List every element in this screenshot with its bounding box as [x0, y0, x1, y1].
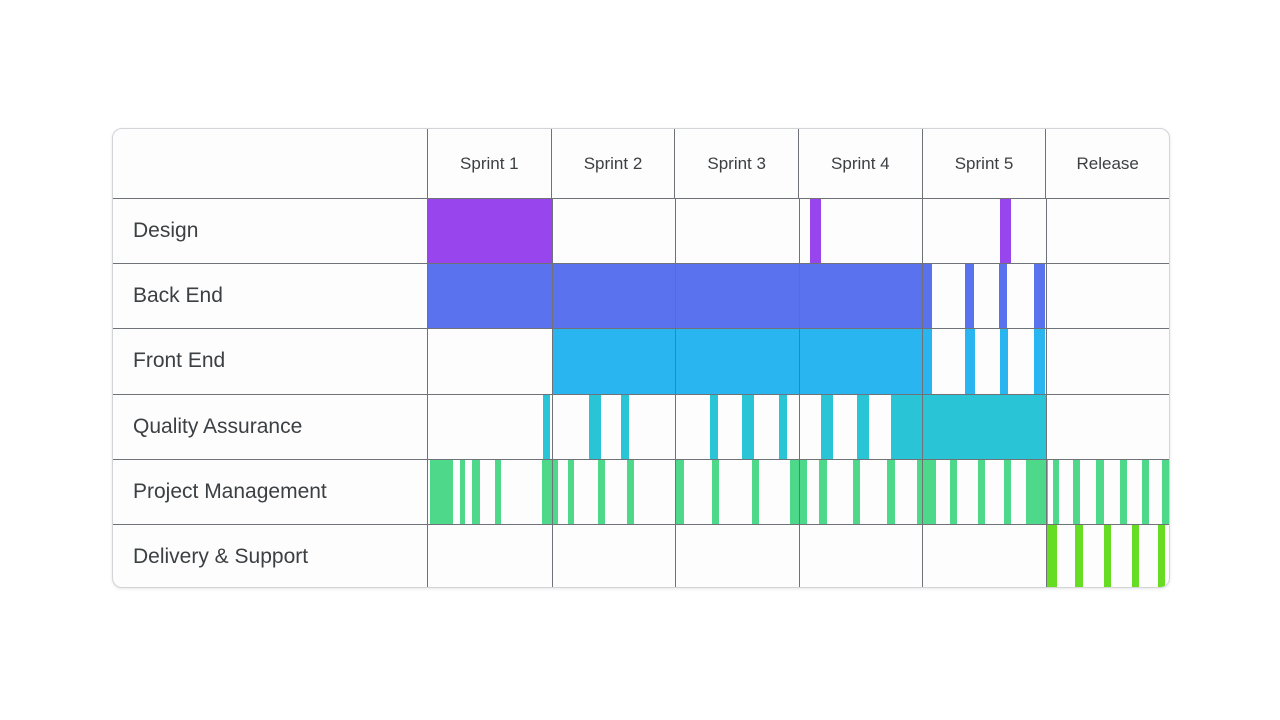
- gridline-col-1: [551, 394, 553, 459]
- gantt-bar-project-management-23[interactable]: [1119, 459, 1127, 524]
- gantt-bar-design-0[interactable]: [428, 199, 552, 264]
- gantt-bar-quality-assurance-6[interactable]: [820, 394, 834, 459]
- gantt-bar-delivery-support-1[interactable]: [1075, 524, 1083, 587]
- gridline-col-1: [551, 199, 553, 264]
- gantt-bar-project-management-20[interactable]: [1052, 459, 1060, 524]
- gridline-col-3: [798, 394, 800, 459]
- column-header-sprint-3[interactable]: Sprint 3: [675, 129, 800, 198]
- gantt-bar-project-management-6[interactable]: [598, 459, 605, 524]
- gantt-bar-project-management-8[interactable]: [676, 459, 684, 524]
- gantt-bar-project-management-7[interactable]: [626, 459, 635, 524]
- gridline-col-5: [1045, 264, 1047, 329]
- gantt-bar-quality-assurance-4[interactable]: [741, 394, 755, 459]
- gantt-bar-project-management-11[interactable]: [789, 459, 808, 524]
- gantt-bar-quality-assurance-1[interactable]: [588, 394, 601, 459]
- gantt-bar-project-management-3[interactable]: [494, 459, 501, 524]
- gridline-col-5: [1045, 329, 1047, 394]
- gantt-bar-project-management-5[interactable]: [567, 459, 574, 524]
- gantt-row-front-end: Front End: [113, 328, 1169, 394]
- gantt-bar-quality-assurance-0[interactable]: [542, 394, 551, 459]
- gridline-col-5: [1045, 394, 1047, 459]
- gantt-bar-back-end-1[interactable]: [965, 264, 974, 329]
- gantt-bar-quality-assurance-5[interactable]: [778, 394, 788, 459]
- gantt-bar-project-management-21[interactable]: [1072, 459, 1081, 524]
- gantt-bar-project-management-9[interactable]: [712, 459, 720, 524]
- gridline-col-1: [551, 524, 553, 587]
- gantt-bar-project-management-18[interactable]: [1003, 459, 1011, 524]
- column-header-release[interactable]: Release: [1076, 153, 1139, 173]
- gantt-bar-project-management-12[interactable]: [819, 459, 827, 524]
- gantt-bar-project-management-10[interactable]: [751, 459, 759, 524]
- gantt-bar-quality-assurance-8[interactable]: [891, 394, 1046, 459]
- column-header-sprint-5[interactable]: Sprint 5: [923, 129, 1047, 198]
- gantt-bar-delivery-support-4[interactable]: [1157, 524, 1166, 587]
- timeline-header-row: Sprint 1 Sprint 2 Sprint 3 Sprint 4 Spri…: [113, 129, 1169, 198]
- column-gridlines: [428, 524, 1169, 587]
- gantt-row-project-management: Project Management: [113, 458, 1169, 524]
- gantt-bar-project-management-1[interactable]: [460, 459, 466, 524]
- gantt-bar-project-management-16[interactable]: [950, 459, 957, 524]
- gantt-track-back-end[interactable]: [428, 264, 1169, 329]
- gantt-row-back-end: Back End: [113, 263, 1169, 329]
- header-corner-cell: [113, 129, 428, 198]
- gantt-row-design: Design: [113, 198, 1169, 264]
- gantt-grid: Sprint 1 Sprint 2 Sprint 3 Sprint 4 Spri…: [113, 129, 1169, 587]
- gantt-bar-back-end-2[interactable]: [998, 264, 1008, 329]
- row-label-delivery-support[interactable]: Delivery & Support: [113, 524, 428, 587]
- gantt-bar-project-management-22[interactable]: [1096, 459, 1104, 524]
- gantt-row-quality-assurance: Quality Assurance: [113, 393, 1169, 459]
- gridline-col-5: [1045, 199, 1047, 264]
- gantt-track-delivery-support[interactable]: [428, 524, 1169, 587]
- gantt-bar-project-management-0[interactable]: [430, 459, 453, 524]
- gantt-track-quality-assurance[interactable]: [428, 394, 1169, 459]
- gantt-bar-design-2[interactable]: [999, 199, 1011, 264]
- column-gridlines: [428, 394, 1169, 459]
- row-label-back-end[interactable]: Back End: [113, 264, 428, 329]
- gantt-bar-back-end-3[interactable]: [1034, 264, 1046, 329]
- gantt-bar-project-management-19[interactable]: [1025, 459, 1048, 524]
- gantt-track-project-management[interactable]: [428, 459, 1169, 524]
- gantt-bar-project-management-14[interactable]: [887, 459, 895, 524]
- column-header-sprint-4[interactable]: Sprint 4: [799, 129, 923, 198]
- row-label-design[interactable]: Design: [113, 199, 428, 264]
- gantt-bar-project-management-13[interactable]: [852, 459, 861, 524]
- gantt-bar-design-1[interactable]: [809, 199, 821, 264]
- gridline-col-2: [675, 394, 676, 459]
- gantt-bar-front-end-2[interactable]: [999, 329, 1009, 394]
- column-header-sprint-2[interactable]: Sprint 2: [552, 129, 676, 198]
- gridline-col-2: [675, 524, 676, 587]
- gantt-bar-project-management-4[interactable]: [541, 459, 558, 524]
- gantt-bar-project-management-2[interactable]: [472, 459, 480, 524]
- gantt-bar-project-management-15[interactable]: [917, 459, 936, 524]
- gantt-track-design[interactable]: [428, 199, 1169, 264]
- row-label-project-management[interactable]: Project Management: [113, 459, 428, 524]
- gantt-bar-delivery-support-3[interactable]: [1131, 524, 1140, 587]
- gantt-bar-quality-assurance-3[interactable]: [709, 394, 719, 459]
- gantt-bar-front-end-1[interactable]: [965, 329, 976, 394]
- gantt-track-front-end[interactable]: [428, 329, 1169, 394]
- gantt-bar-quality-assurance-2[interactable]: [620, 394, 630, 459]
- row-label-quality-assurance[interactable]: Quality Assurance: [113, 394, 428, 459]
- gantt-bar-front-end-3[interactable]: [1034, 329, 1046, 394]
- gantt-bar-quality-assurance-7[interactable]: [856, 394, 869, 459]
- gridline-col-4: [922, 199, 923, 264]
- gantt-row-delivery-support: Delivery & Support: [113, 523, 1169, 587]
- gantt-bar-project-management-25[interactable]: [1161, 459, 1169, 524]
- gantt-bar-project-management-24[interactable]: [1141, 459, 1150, 524]
- gantt-bar-delivery-support-0[interactable]: [1045, 524, 1057, 587]
- row-label-front-end[interactable]: Front End: [113, 329, 428, 394]
- gridline-col-4: [922, 524, 923, 587]
- gantt-chart-card: Sprint 1 Sprint 2 Sprint 3 Sprint 4 Spri…: [112, 128, 1170, 588]
- gridline-col-3: [798, 199, 800, 264]
- column-header-sprint-1[interactable]: Sprint 1: [428, 129, 552, 198]
- gridline-col-2: [675, 199, 676, 264]
- gantt-bar-delivery-support-2[interactable]: [1103, 524, 1111, 587]
- gridline-col-3: [798, 524, 800, 587]
- gantt-bar-back-end-0[interactable]: [428, 264, 932, 329]
- gantt-bar-project-management-17[interactable]: [977, 459, 985, 524]
- gantt-bar-front-end-0[interactable]: [551, 329, 932, 394]
